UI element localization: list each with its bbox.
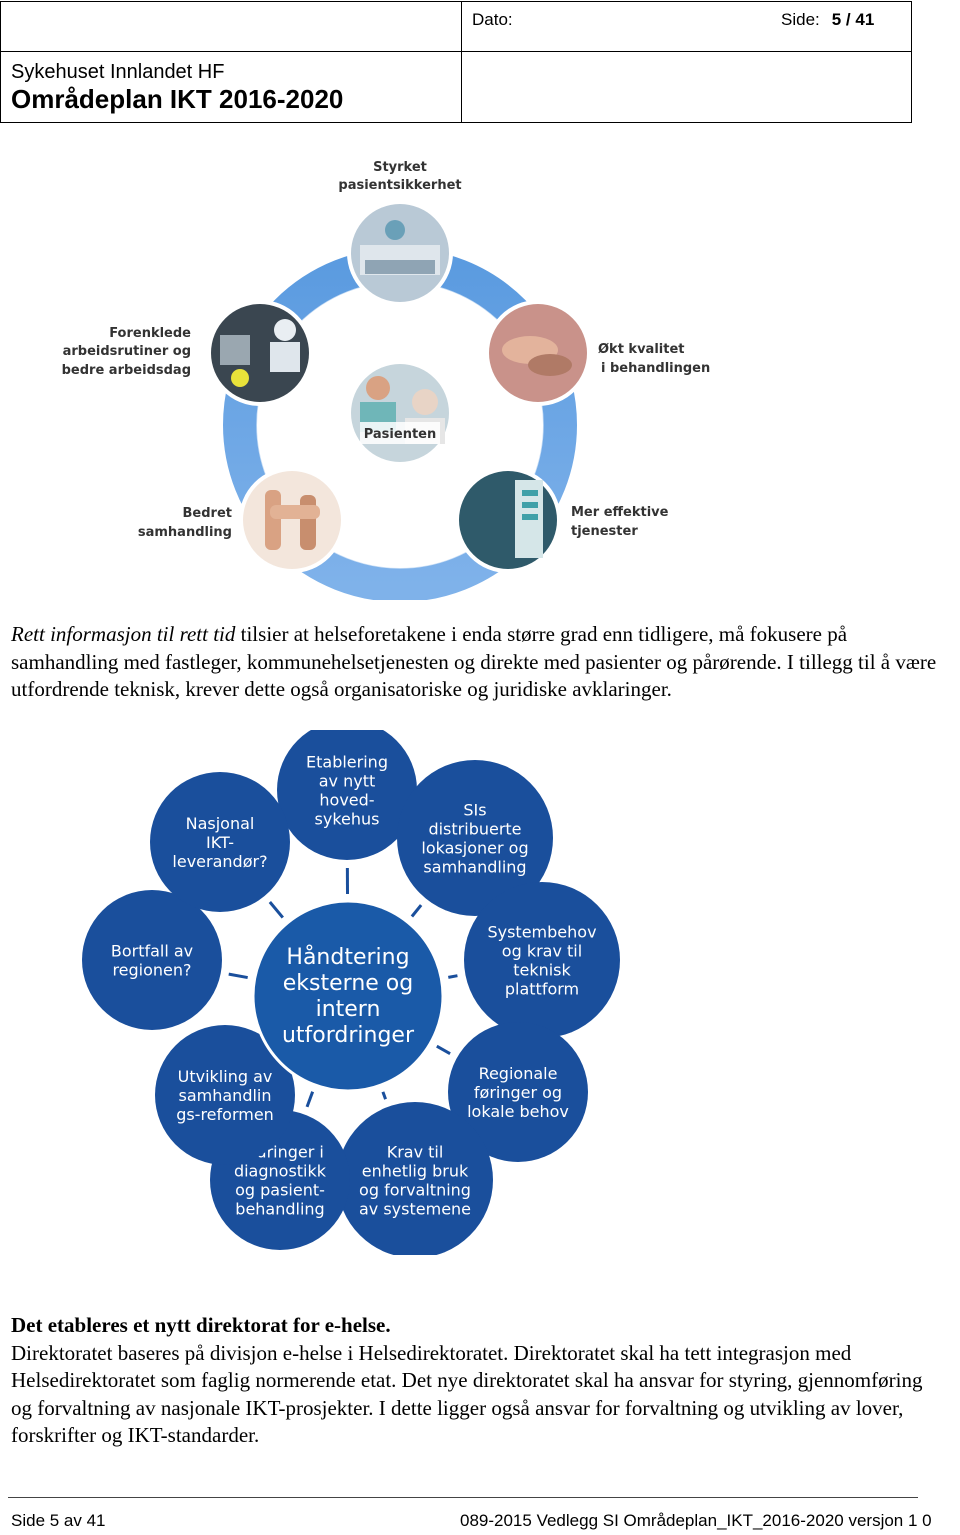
patient-goals-diagram: Pasienten Styrket pasientsikkerhet Økt k… <box>62 160 710 600</box>
challenge-node-text: leverandør? <box>172 852 267 871</box>
goal-label-workday-2: arbeidsrutiner og <box>63 344 191 359</box>
connector-line <box>228 972 248 980</box>
challenge-node-text: Etablering <box>306 753 388 772</box>
center-label-bg <box>360 422 440 444</box>
header-divider-horizontal <box>1 51 911 52</box>
photo-patient-center <box>347 360 453 466</box>
connector-line <box>268 901 284 919</box>
center-text-2: eksterne og <box>283 971 413 996</box>
goal-label-collab-1: Bedret <box>183 506 232 521</box>
challenge-node-text: Regionale <box>479 1064 558 1083</box>
paragraph-title: Det etableres et nytt direktorat for e-h… <box>11 1313 391 1337</box>
goal-label-safety-1: Styrket <box>373 160 427 175</box>
challenge-node-text: lokale behov <box>467 1102 569 1121</box>
challenge-node-circle <box>337 1102 493 1255</box>
connector-line <box>436 1044 451 1055</box>
challenge-node-text: lokasjoner og <box>421 839 528 858</box>
challenge-node-text: diagnostikk <box>234 1162 327 1181</box>
goal-label-workday-1: Forenklede <box>109 326 191 341</box>
challenge-node-text: Nasjonal <box>186 814 255 833</box>
page-label: Side: <box>781 10 820 29</box>
goal-label-services-2: tjenester <box>571 524 638 539</box>
challenge-node-text: samhandling <box>423 858 526 877</box>
challenge-node-text: samhandlin <box>179 1086 272 1105</box>
date-label: Dato: <box>472 10 513 29</box>
page-indicator: Side: 5 / 41 <box>781 10 874 30</box>
challenge-node-circle <box>464 882 620 1038</box>
photo-collaboration <box>239 467 345 573</box>
challenge-node-text: plattform <box>505 980 579 999</box>
connector-line <box>448 974 458 979</box>
page-value: 5 / 41 <box>831 10 875 29</box>
challenge-node-text: Krav til <box>387 1143 444 1162</box>
photo-patient-safety <box>347 200 453 306</box>
challenge-node-text: og forvaltning <box>359 1181 471 1200</box>
paragraph-lead-italic: Rett informasjon til rett tid <box>11 622 236 646</box>
goal-label-quality-1: Økt kvalitet <box>598 342 685 357</box>
challenge-node-circle <box>155 1025 295 1165</box>
challenge-node-text: Utvikling av <box>178 1067 273 1086</box>
challenge-node-text: Systembehov <box>487 923 596 942</box>
challenge-node-text: og pasient- <box>235 1181 325 1200</box>
connector-line <box>410 904 423 918</box>
photo-workday <box>207 300 313 406</box>
challenge-node-text: teknisk <box>513 961 571 980</box>
challenge-node-text: Bortfall av <box>111 942 193 961</box>
organization-name: Sykehuset Innlandet HF <box>11 61 225 83</box>
challenge-node-text: enhetlig bruk <box>362 1162 469 1181</box>
challenge-node-text: regionen? <box>112 961 191 980</box>
header-table <box>0 1 912 123</box>
center-text-3: intern <box>316 997 381 1022</box>
challenge-node-text: SIs <box>463 801 486 820</box>
challenge-node-text: av systemene <box>359 1200 471 1219</box>
goal-label-quality-2: i behandlingen <box>601 361 710 376</box>
challenge-node-text: og krav til <box>502 942 582 961</box>
footer-divider <box>8 1497 918 1498</box>
paragraph-body: tilsier at helseforetakene i enda større… <box>11 622 937 701</box>
challenge-node-text: av nytt <box>319 772 376 791</box>
center-text-1: Håndtering <box>286 944 409 970</box>
photo-quality-treatment <box>485 300 591 406</box>
footer-page: Side 5 av 41 <box>11 1511 106 1530</box>
document-title: Områdeplan IKT 2016-2020 <box>11 84 344 114</box>
goal-label-workday-3: bedre arbeidsdag <box>62 363 191 378</box>
goal-label-safety-2: pasientsikkerhet <box>338 178 461 193</box>
photo-effective-services <box>455 467 561 573</box>
challenge-node-text: sykehus <box>315 810 380 829</box>
challenge-node-text: behandling <box>235 1200 324 1219</box>
challenge-node-text: gs-reformen <box>176 1105 274 1124</box>
paragraph-text: Direktoratet baseres på divisjon e-helse… <box>11 1340 923 1448</box>
challenge-node-circle <box>150 772 290 912</box>
connector-line <box>381 1091 387 1100</box>
paragraph-information: Rett informasjon til rett tid tilsier at… <box>11 621 941 704</box>
challenge-node-text: hoved- <box>319 791 374 810</box>
connector-line <box>305 1091 315 1108</box>
challenge-node-circle <box>397 760 553 916</box>
center-label: Pasienten <box>364 427 437 442</box>
footer-document: 089-2015 Vedlegg SI Områdeplan_IKT_2016-… <box>460 1511 932 1530</box>
challenge-node-text: IKT- <box>206 833 234 852</box>
paragraph-directorate: Det etableres et nytt direktorat for e-h… <box>11 1312 941 1450</box>
challenge-node-circle <box>448 1022 588 1162</box>
header-divider-vertical <box>461 2 462 122</box>
challenge-node-circle <box>277 730 417 860</box>
goal-label-services-1: Mer effektive <box>571 505 669 520</box>
challenge-node-text: føringer og <box>474 1083 562 1102</box>
challenge-node-text: distribuerte <box>428 820 521 839</box>
goal-label-collab-2: samhandling <box>138 525 232 540</box>
challenge-node-circle <box>82 890 222 1030</box>
center-node: Håndtering eksterne og intern utfordring… <box>251 899 445 1093</box>
center-text-4: utfordringer <box>282 1023 415 1048</box>
